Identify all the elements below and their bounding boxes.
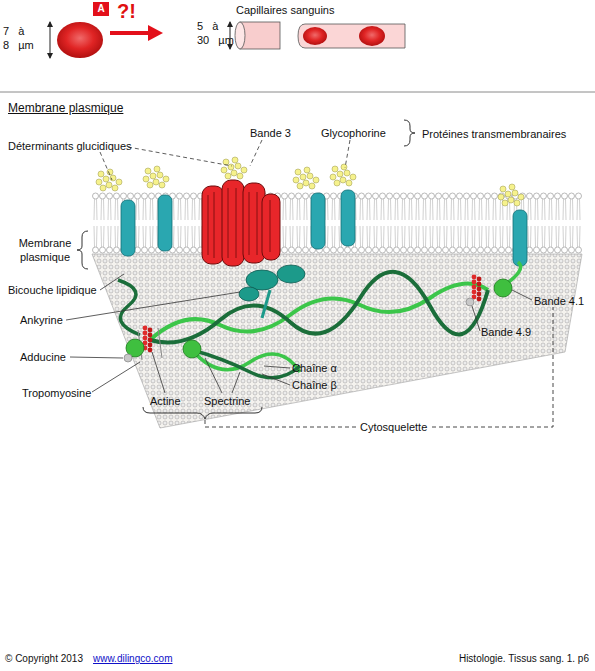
cytoskeleton-bracket xyxy=(205,307,553,427)
leader-line xyxy=(472,306,480,331)
part-label: Bande 4.9 xyxy=(481,325,531,339)
capillary-tube xyxy=(298,24,405,48)
arrow-shaft xyxy=(110,31,150,35)
part-label: Bande 3 xyxy=(250,126,291,140)
copyright-note: © Copyright 2013 xyxy=(5,652,83,666)
group-label: Cytosquelette xyxy=(360,420,427,434)
glycophorin xyxy=(341,190,355,246)
brace xyxy=(143,407,262,419)
brace xyxy=(77,231,88,269)
leader-line xyxy=(100,152,112,180)
deformed-red-cell xyxy=(359,26,385,46)
leader-line xyxy=(66,292,240,320)
website-link: www.dilingco.com xyxy=(93,652,172,666)
part-label: Chaîne α xyxy=(292,361,337,375)
leader-line xyxy=(70,357,123,358)
adducin xyxy=(124,354,132,362)
group-label: Membrane plasmique xyxy=(14,236,76,264)
part-label: Chaîne β xyxy=(292,378,337,392)
leader-line xyxy=(345,140,350,168)
part-label: Déterminants glucidiques xyxy=(8,139,132,153)
brace xyxy=(404,120,415,146)
glycan-cluster xyxy=(143,166,169,188)
glycan-cluster xyxy=(221,157,247,179)
leader-line xyxy=(128,147,232,166)
red-blood-cell xyxy=(57,22,103,58)
section-title: Membrane plasmique xyxy=(8,101,123,115)
cytoplasmic-surface xyxy=(92,254,582,428)
actin-filament xyxy=(472,275,482,302)
spectrin-beta xyxy=(118,280,140,335)
ankyrin-link xyxy=(262,290,270,318)
leader-line xyxy=(232,372,240,393)
band-3-helix xyxy=(222,180,244,266)
page-footer: Histologie. Tissus sang. 1. p6 xyxy=(459,652,589,666)
leader-line xyxy=(262,374,290,385)
part-label: Spectrine xyxy=(204,394,250,408)
dimension-line xyxy=(50,22,51,58)
group-label: Protéines transmembranaires xyxy=(422,127,566,141)
part-label: Tropomyosine xyxy=(22,386,91,400)
glycan-cluster xyxy=(330,164,356,186)
deformed-red-cell xyxy=(303,27,327,45)
part-label: Bande 4.1 xyxy=(534,294,584,308)
leader-line xyxy=(264,366,290,368)
exclamation-mark: ?! xyxy=(117,0,136,22)
leader-line xyxy=(205,358,222,393)
leader-line xyxy=(512,290,532,300)
band-4-1 xyxy=(183,340,201,358)
glycophorin xyxy=(158,195,172,251)
leader-line xyxy=(152,352,165,393)
band-4-1 xyxy=(494,279,512,297)
dimension-label: 7 à 8 µm xyxy=(3,24,35,52)
glycophorin xyxy=(311,193,325,249)
part-label: Glycophorine xyxy=(321,126,386,140)
separator-line xyxy=(0,92,595,93)
dimension-label: 5 à 30 µm xyxy=(197,19,235,47)
glycan-cluster xyxy=(498,184,524,206)
leader-line xyxy=(250,140,262,166)
band-4-9 xyxy=(466,298,474,306)
leader-line xyxy=(92,362,140,392)
band-3-loops xyxy=(208,188,270,258)
part-label: Adducine xyxy=(20,350,66,364)
capillary-opening xyxy=(235,22,245,49)
part-label: Actine xyxy=(150,394,181,408)
part-label: Bicouche lipidique xyxy=(8,283,97,297)
band-3-protein xyxy=(202,180,280,266)
badge-text: A xyxy=(97,3,104,15)
capillary-tube xyxy=(240,22,280,49)
leader-lines xyxy=(66,140,532,393)
heading-label: Capillaires sanguins xyxy=(236,3,334,17)
ankyrin xyxy=(277,265,305,283)
glycophorin xyxy=(121,200,135,256)
arrow-head xyxy=(148,25,163,41)
glycophorin xyxy=(513,210,527,266)
glycan-cluster xyxy=(293,167,319,189)
part-label: Ankyrine xyxy=(20,313,63,327)
badge-box: A xyxy=(93,2,109,16)
ankyrin xyxy=(239,287,259,301)
spectrin-beta xyxy=(150,272,488,343)
leader-line xyxy=(100,274,124,290)
band-3-helix xyxy=(202,186,224,264)
band-3-helix xyxy=(262,194,280,260)
